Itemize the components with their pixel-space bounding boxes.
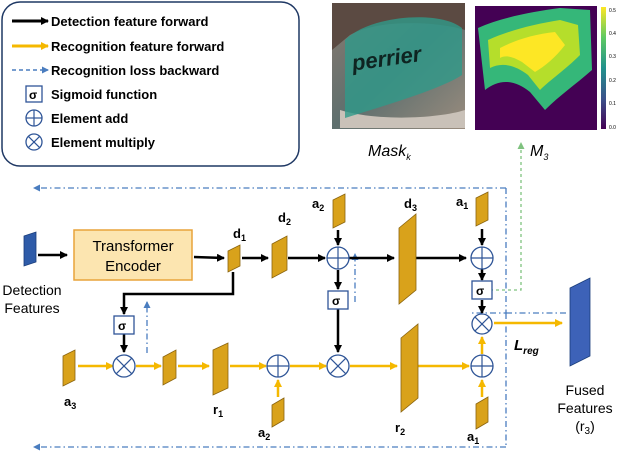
- colorbar-tick-1: 0.5: [609, 8, 616, 14]
- detection-forward-paths: [38, 229, 486, 353]
- svg-text:σ: σ: [118, 319, 126, 333]
- label-a1-bottom: a1: [467, 429, 479, 446]
- add-node-top-middle: [326, 246, 350, 270]
- a1-top-block: [475, 191, 489, 227]
- sigmoid-icon-symbol: σ: [29, 88, 37, 102]
- colorbar-tick-6: 0.0: [609, 125, 616, 131]
- legend: Detection feature forward Recognition fe…: [1, 1, 300, 167]
- label-d2: d2: [278, 210, 291, 227]
- encoder-line1: Transformer: [92, 238, 173, 255]
- sigmoid-icon: [25, 85, 43, 103]
- label-a3: a3: [64, 394, 76, 411]
- svg-text:σ: σ: [332, 294, 340, 308]
- operators: σ σ σ: [112, 246, 494, 378]
- legend-label-multiply: Element multiply: [51, 135, 156, 150]
- a1-bottom-block: [475, 396, 489, 430]
- legend-label-sigmoid: Sigmoid function: [51, 87, 157, 102]
- heatmap: 0.5 0.4 0.3 0.2 0.1 0.0: [475, 6, 616, 131]
- d3-block: [398, 213, 417, 305]
- legend-label-detection: Detection feature forward: [51, 14, 209, 29]
- fused-features-line1: Fused: [566, 382, 605, 398]
- multiply-node-middle: [326, 354, 350, 378]
- d1-block: [227, 244, 241, 273]
- legend-label-recognition: Recognition feature forward: [51, 39, 224, 54]
- r2-block: [400, 323, 419, 413]
- multiply-node-right: [471, 313, 493, 335]
- fused-features-line2: Features: [557, 400, 612, 416]
- attention-map-link: [490, 142, 525, 291]
- add-node-bottom-right: [470, 354, 494, 378]
- feature-maps: [62, 191, 489, 430]
- intermediate-block: [162, 349, 177, 386]
- recognition-forward-paths: [78, 319, 563, 397]
- label-d3: d3: [404, 196, 417, 213]
- element-multiply-icon: [25, 133, 43, 151]
- multiply-node-left: [112, 354, 136, 378]
- d2-block: [271, 235, 288, 279]
- r1-block: [212, 342, 229, 396]
- mask-image: perrier: [332, 3, 465, 129]
- label-r2: r2: [395, 420, 405, 437]
- detection-features-block: [23, 231, 37, 267]
- transformer-encoder: Transformer Encoder: [73, 229, 193, 281]
- add-node-top-right: [470, 246, 494, 270]
- label-a1-top: a1: [456, 194, 468, 211]
- svg-text:σ: σ: [476, 284, 484, 298]
- sigmoid-node-right: σ: [471, 280, 493, 300]
- sigmoid-node-left: σ: [113, 315, 135, 335]
- loss-backward-paths: [33, 184, 566, 451]
- add-node-bottom-middle: [266, 354, 290, 378]
- element-add-icon: [25, 109, 43, 127]
- colorbar-tick-3: 0.3: [609, 54, 616, 60]
- label-r1: r1: [213, 402, 223, 419]
- mask-label: Maskk: [368, 143, 411, 162]
- label-d1: d1: [233, 226, 246, 243]
- fused-features-block: [569, 277, 591, 367]
- encoder-line2: Encoder: [105, 258, 161, 275]
- label-a2-top: a2: [312, 196, 324, 213]
- loss-label: Lreg: [514, 337, 539, 357]
- legend-label-loss: Recognition loss backward: [51, 63, 219, 78]
- colorbar-tick-5: 0.1: [609, 101, 616, 107]
- node-labels: d1 d2 a2 d3 a1 a3 r1 a2 r2 a1: [64, 194, 479, 446]
- legend-box: [1, 1, 300, 167]
- a2-bottom-block: [271, 397, 285, 428]
- legend-label-add: Element add: [51, 111, 128, 126]
- sigmoid-node-middle: σ: [327, 290, 349, 310]
- colorbar-tick-2: 0.4: [609, 31, 616, 37]
- label-a2-bottom: a2: [258, 425, 270, 442]
- fused-features-line3: (r3): [575, 418, 595, 437]
- detection-features-line1: Detection: [2, 282, 61, 298]
- a3-block: [62, 349, 76, 387]
- detection-features-line2: Features: [4, 300, 59, 316]
- heatmap-label: M3: [530, 143, 548, 162]
- a2-top-block: [332, 193, 346, 229]
- colorbar-tick-4: 0.2: [609, 78, 616, 84]
